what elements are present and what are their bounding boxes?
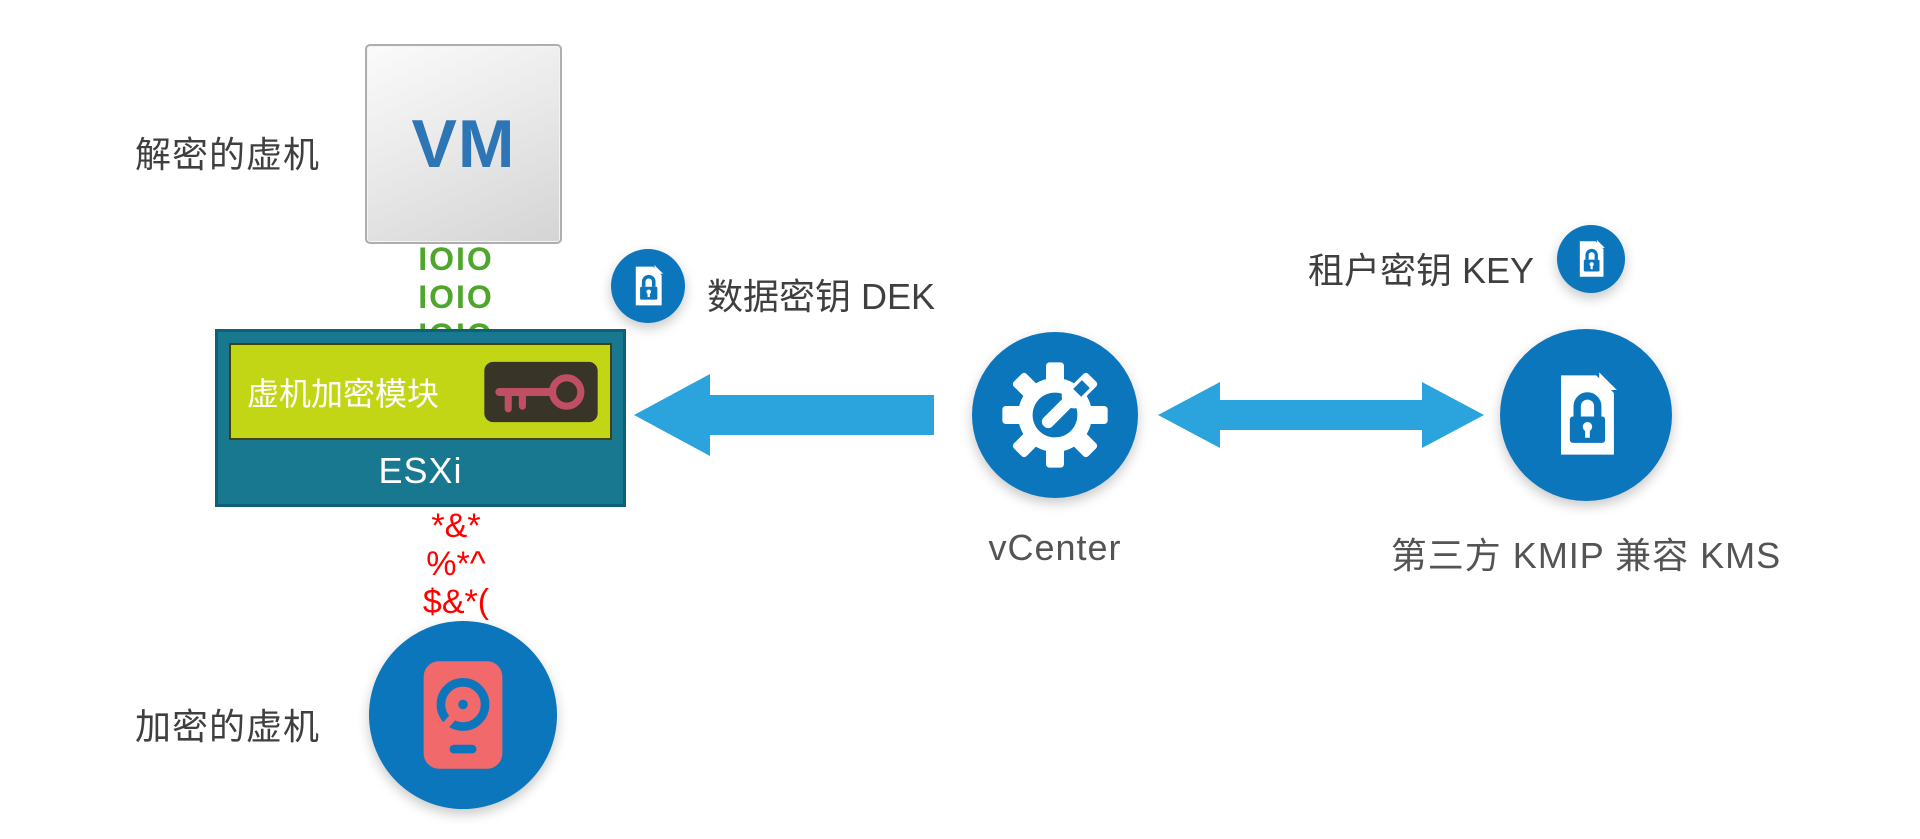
encrypted-vm-label: 加密的虚机	[135, 706, 321, 747]
io-line: IOIO	[418, 241, 494, 277]
esxi-box: 虚机加密模块 ESXi	[215, 329, 626, 507]
tenant-key-label: 租户密钥 KEY	[1307, 250, 1534, 291]
esxi-label: ESXi	[378, 450, 463, 491]
cipher-line: %*^	[426, 545, 486, 583]
cipher-line: $&*(	[422, 583, 490, 621]
dek-document-lock-icon	[625, 263, 671, 309]
arrow-vcenter-to-esxi	[634, 370, 934, 460]
tenant-key-document-lock-icon	[1570, 238, 1612, 280]
encrypted-vm-badge	[369, 621, 557, 809]
vm-box: VM	[365, 44, 562, 244]
kms-badge	[1500, 329, 1672, 501]
vm-encryption-module-box: 虚机加密模块	[229, 343, 612, 440]
arrow-vcenter-kms-bidirectional	[1158, 376, 1484, 454]
cipher-stream: *&* %*^ $&*(	[423, 507, 489, 621]
encrypted-disk-icon	[415, 656, 511, 774]
cipher-line: *&*	[431, 507, 481, 545]
key-icon	[482, 361, 600, 423]
vcenter-gear-wrench-icon	[999, 359, 1111, 471]
vcenter-label: vCenter	[988, 527, 1122, 568]
vm-box-label: VM	[411, 106, 516, 182]
decrypted-vm-label: 解密的虚机	[135, 134, 321, 175]
dek-badge	[611, 249, 685, 323]
arrow-left-icon	[634, 374, 934, 456]
kms-document-lock-icon	[1539, 368, 1633, 462]
vm-encryption-module-label: 虚机加密模块	[247, 375, 440, 412]
io-line: IOIO	[418, 279, 494, 315]
vcenter-badge	[972, 332, 1138, 498]
kms-label: 第三方 KMIP 兼容 KMS	[1390, 535, 1782, 576]
tenant-key-badge	[1557, 225, 1625, 293]
arrow-bidirectional-icon	[1158, 382, 1484, 448]
dek-label: 数据密钥 DEK	[707, 276, 936, 317]
